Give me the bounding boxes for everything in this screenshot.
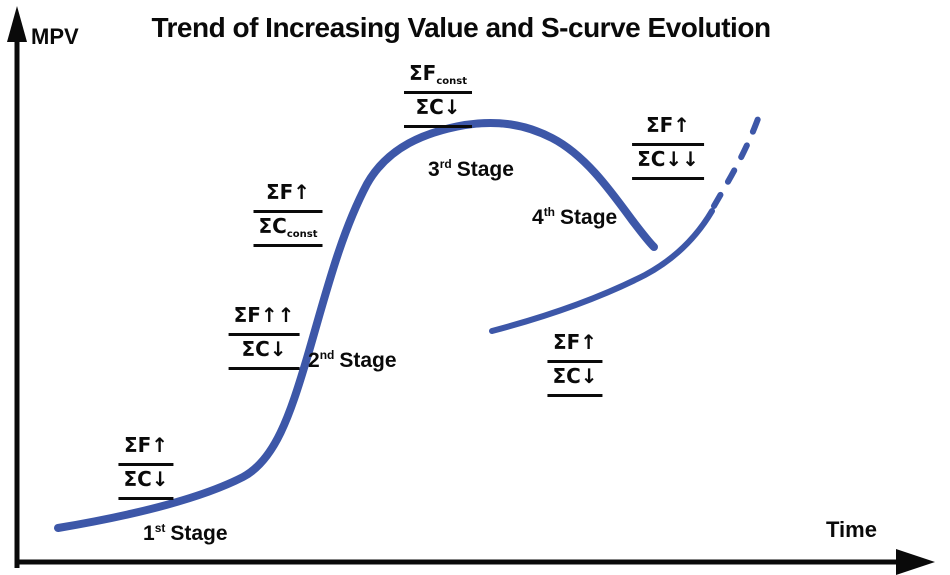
fraction-stage2-numerator: ΣF↑↑: [228, 304, 300, 336]
fraction-stage1: ΣF↑ ΣC↓: [118, 434, 174, 500]
main-s-curve: [54, 118, 658, 532]
fraction-stage4: ΣF↑ ΣC↓↓: [632, 114, 704, 180]
x-axis-arrowhead-icon: [896, 549, 935, 575]
fraction-stage2-denominator: ΣC↓: [228, 338, 300, 370]
fraction-transition-2-3: ΣF↑ ΣCconst: [253, 181, 323, 247]
fraction-stage3-denominator: ΣC↓: [404, 96, 472, 128]
chart-title: Trend of Increasing Value and S-curve Ev…: [151, 12, 771, 43]
fraction-stage1-denominator: ΣC↓: [118, 468, 174, 500]
fraction-stage2: ΣF↑↑ ΣC↓: [228, 304, 300, 370]
fraction-transition-2-3-denominator: ΣCconst: [253, 215, 323, 247]
fraction-stage3: ΣFconst ΣC↓: [404, 62, 472, 128]
fraction-stage1-numerator: ΣF↑: [118, 434, 174, 466]
next-s-curve-solid: [489, 208, 715, 334]
fraction-stage4-numerator: ΣF↑: [632, 114, 704, 146]
fraction-next-curve: ΣF↑ ΣC↓: [547, 331, 603, 397]
fraction-transition-2-3-numerator: ΣF↑: [253, 181, 323, 213]
fraction-stage4-denominator: ΣC↓↓: [632, 148, 704, 180]
y-axis-arrowhead-icon: [7, 6, 27, 42]
y-axis-label: MPV: [31, 24, 79, 49]
fraction-stage3-numerator: ΣFconst: [404, 62, 472, 94]
fraction-next-curve-denominator: ΣC↓: [547, 365, 603, 397]
next-s-curve-dashed: [711, 113, 762, 209]
x-axis-label: Time: [826, 517, 877, 542]
fraction-next-curve-numerator: ΣF↑: [547, 331, 603, 363]
